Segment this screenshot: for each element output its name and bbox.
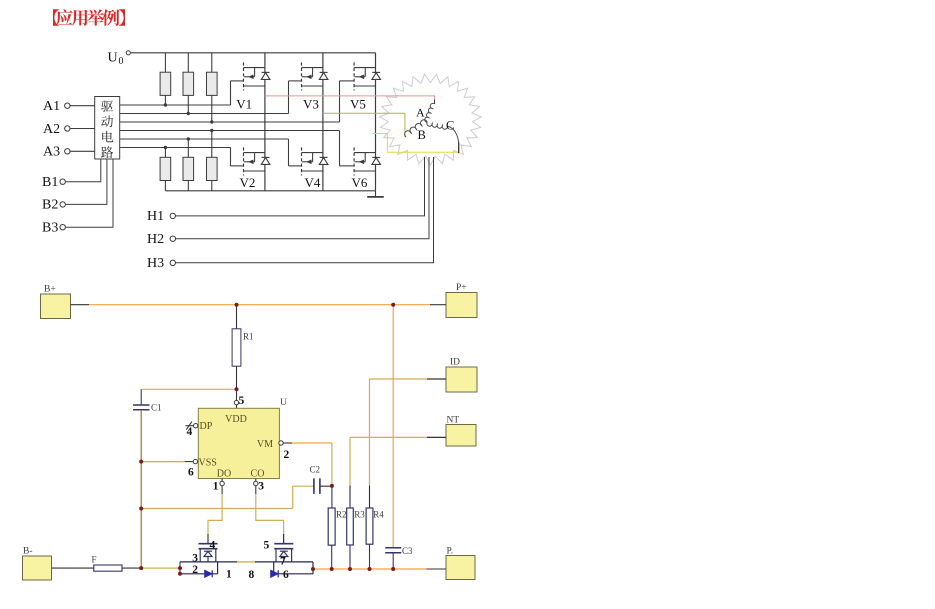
svg-text:U: U (280, 398, 287, 408)
svg-text:V5: V5 (350, 96, 366, 111)
svg-text:4: 4 (187, 426, 193, 438)
svg-text:U: U (108, 50, 118, 65)
svg-text:5: 5 (239, 395, 245, 407)
svg-text:5: 5 (264, 540, 270, 552)
svg-text:V1: V1 (236, 96, 252, 111)
svg-text:C1: C1 (151, 403, 162, 413)
svg-text:3: 3 (258, 481, 264, 493)
svg-text:2: 2 (192, 564, 198, 576)
svg-text:H1: H1 (147, 209, 164, 224)
svg-text:B1: B1 (42, 175, 58, 190)
svg-text:C2: C2 (310, 465, 321, 475)
svg-text:VM: VM (257, 439, 273, 450)
svg-text:4: 4 (210, 540, 216, 552)
svg-text:F: F (92, 555, 97, 565)
svg-text:V2: V2 (240, 175, 256, 190)
svg-text:3: 3 (192, 553, 198, 565)
svg-text:H3: H3 (147, 256, 164, 271)
svg-text:B3: B3 (42, 221, 58, 236)
svg-text:6: 6 (188, 466, 194, 478)
svg-text:2: 2 (284, 449, 290, 461)
svg-text:C3: C3 (402, 546, 413, 556)
svg-text:H2: H2 (147, 232, 164, 247)
svg-text:V3: V3 (303, 96, 319, 111)
svg-text:A3: A3 (43, 145, 60, 160)
svg-text:R3: R3 (354, 510, 365, 520)
svg-text:DO: DO (217, 468, 231, 479)
svg-text:R4: R4 (373, 510, 384, 520)
svg-text:A: A (416, 106, 425, 120)
svg-text:P.: P. (447, 547, 454, 557)
svg-text:DP: DP (200, 421, 213, 432)
svg-text:A1: A1 (43, 99, 60, 114)
svg-text:R2: R2 (336, 510, 347, 520)
svg-text:C: C (446, 119, 454, 133)
svg-text:8: 8 (249, 569, 255, 581)
svg-text:1: 1 (213, 481, 219, 493)
svg-text:R1: R1 (243, 332, 254, 342)
svg-text:NT: NT (447, 416, 460, 426)
svg-text:VDD: VDD (225, 414, 247, 425)
svg-text:6: 6 (283, 569, 289, 581)
svg-text:CO: CO (251, 468, 265, 479)
svg-text:V4: V4 (305, 175, 321, 190)
svg-text:B-: B- (23, 547, 33, 557)
svg-text:V6: V6 (352, 175, 368, 190)
svg-text:A2: A2 (43, 122, 60, 137)
svg-text:B2: B2 (42, 198, 58, 213)
svg-text:7: 7 (280, 556, 286, 568)
svg-text:1: 1 (226, 569, 232, 581)
svg-text:B: B (418, 128, 426, 142)
svg-text:VSS: VSS (199, 457, 217, 468)
svg-text:ID: ID (450, 358, 460, 368)
svg-text:B+: B+ (44, 285, 56, 295)
svg-text:0: 0 (119, 56, 124, 67)
svg-text:P+: P+ (456, 283, 467, 293)
